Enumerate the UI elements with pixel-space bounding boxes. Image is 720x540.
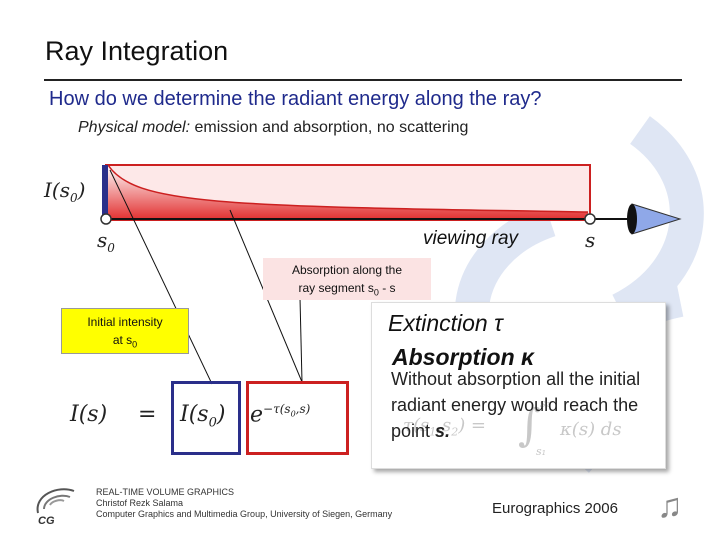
integral-lower: s₁	[536, 445, 547, 458]
slide-title: Ray Integration	[45, 36, 229, 66]
absorption-label: Absorption κ	[392, 344, 535, 370]
extinction-label: Extinction τ	[388, 310, 503, 336]
absorption-callout-line1: Absorption along the	[291, 263, 403, 277]
footer-line2: Christof Rezk Salama	[96, 498, 184, 508]
physical-model-line: Physical model: emission and absorption,…	[78, 119, 468, 137]
equation-i0: I(s0)	[180, 402, 226, 431]
eye-icon	[627, 203, 682, 235]
initial-intensity-box	[171, 381, 241, 455]
integral-sign: ∫	[518, 400, 541, 451]
slide-subtitle: How do we determine the radiant energy a…	[49, 88, 542, 110]
pointer-absorption	[299, 297, 303, 383]
initial-intensity-callout: Initial intensity at s0	[61, 308, 189, 354]
physical-model-text: emission and absorption, no scattering	[190, 119, 469, 136]
intensity-label: I(s0)	[44, 178, 86, 205]
title-divider	[44, 79, 682, 81]
footer-credits: REAL-TIME VOLUME GRAPHICS Christof Rezk …	[96, 487, 392, 520]
attenuation-box	[246, 381, 349, 455]
s0-label: s0	[97, 228, 115, 255]
integral-upper: s₂	[540, 397, 551, 410]
info-text: Without absorption all the initial radia…	[391, 369, 641, 441]
info-panel	[371, 302, 666, 469]
initial-intensity-bar	[102, 165, 108, 220]
initial-callout-line2: at s0	[112, 333, 138, 350]
cg-logo-icon	[36, 488, 75, 514]
footer-line1: REAL-TIME VOLUME GRAPHICS	[96, 487, 235, 497]
absorption-curve	[107, 164, 589, 213]
absorption-callout: Absorption along the ray segment s0 - s	[263, 258, 431, 300]
equation-equals: =	[138, 402, 157, 427]
initial-callout-line1: Initial intensity	[87, 315, 163, 329]
s0-point	[100, 213, 112, 225]
s-label: s	[585, 228, 596, 252]
equation-lhs: I(s)	[70, 402, 108, 427]
tau-equation: τ(s1,s2) =	[403, 415, 487, 439]
viewing-ray-label: viewing ray	[423, 228, 519, 249]
absorption-callout-line2: ray segment s0 - s	[298, 281, 396, 298]
pointer-i0	[109, 169, 213, 385]
music-note-icon: ♫	[657, 487, 683, 525]
footer-line3: Computer Graphics and Multimedia Group, …	[96, 509, 393, 519]
cg-logo-text: CG	[38, 515, 55, 527]
absorption-curve-area	[108, 165, 588, 219]
integrand: κ(s) ds	[560, 419, 622, 440]
physical-model-label: Physical model:	[78, 119, 191, 136]
event-label: Eurographics 2006	[492, 500, 618, 517]
equation-exp: e−τ(s0,s)	[250, 402, 311, 428]
s-point	[584, 213, 596, 225]
